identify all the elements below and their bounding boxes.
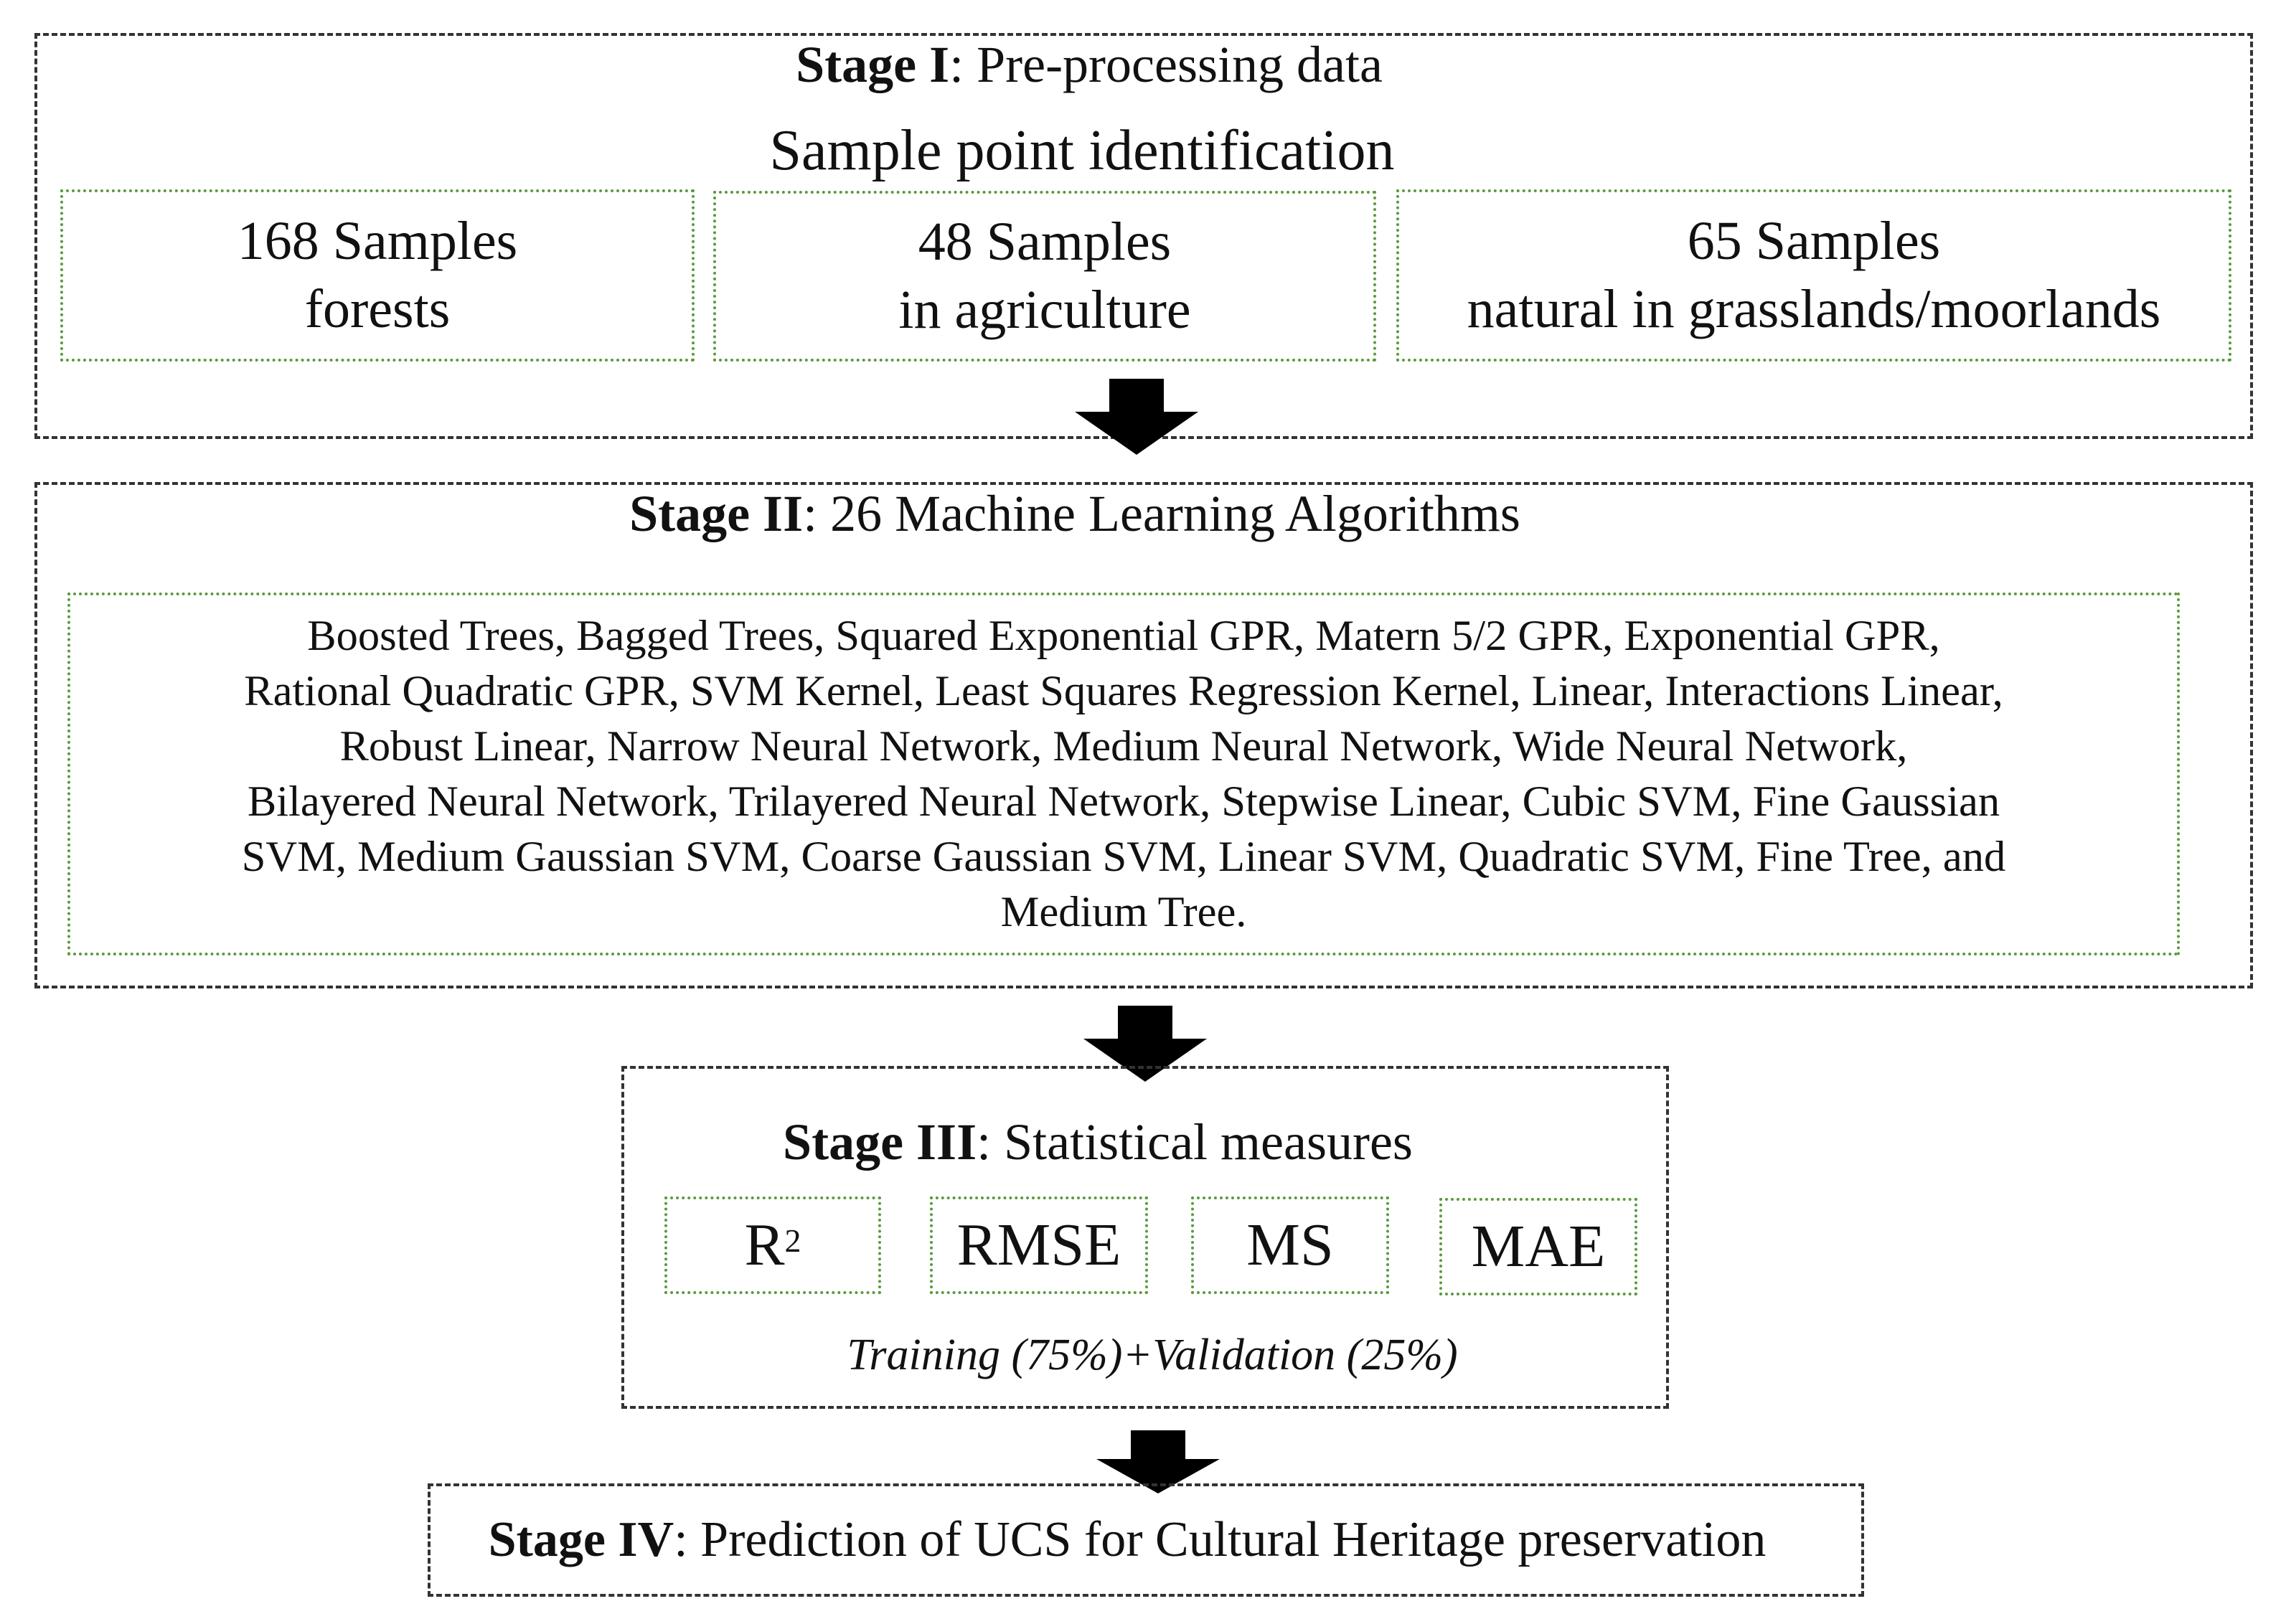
sample-count: 168 Samples	[237, 211, 518, 271]
algorithm-line: Bilayered Neural Network, Trilayered Neu…	[247, 778, 2000, 826]
measure-r2-superscript: 2	[784, 1222, 801, 1259]
stage-1-subtitle: Sample point identification	[769, 119, 1395, 182]
stage-1-title: Stage I: Pre-processing data	[34, 39, 2144, 90]
training-validation-split: Training (75%)+Validation (25%)	[847, 1331, 1458, 1379]
arrow-down-icon	[1075, 379, 1198, 455]
stage-3-label: Stage III	[783, 1113, 977, 1171]
stage-1-label: Stage I	[796, 36, 950, 93]
stage-4-title-text: : Prediction of UCS for Cultural Heritag…	[674, 1512, 1767, 1567]
stage-3-title: Stage III: Statistical measures	[574, 1116, 1622, 1168]
arrow-down-icon	[1083, 1006, 1207, 1082]
algorithm-line: Medium Tree.	[1000, 888, 1247, 936]
algorithm-line: SVM, Medium Gaussian SVM, Coarse Gaussia…	[241, 833, 2006, 881]
measure-rmse: RMSE	[930, 1196, 1148, 1294]
stage-2-title: Stage II: 26 Machine Learning Algorithms	[0, 488, 2184, 539]
arrow-down-icon	[1096, 1430, 1220, 1493]
measure-mae: MAE	[1439, 1198, 1637, 1295]
sample-count: 65 Samples	[1687, 211, 1941, 271]
sample-group-agriculture: 48 Samples in agriculture	[713, 191, 1376, 362]
stage-2-title-text: : 26 Machine Learning Algorithms	[803, 485, 1520, 542]
stage-1-title-text: : Pre-processing data	[949, 36, 1383, 93]
algorithm-line: Rational Quadratic GPR, SVM Kernel, Leas…	[244, 667, 2003, 715]
measure-ms-label: MS	[1246, 1212, 1334, 1278]
stage-3-title-text: : Statistical measures	[977, 1113, 1413, 1171]
stage-3-box	[621, 1066, 1669, 1409]
measure-mae-label: MAE	[1471, 1213, 1606, 1280]
measure-rmse-label: RMSE	[956, 1212, 1121, 1278]
sample-group-grasslands: 65 Samples natural in grasslands/moorlan…	[1396, 189, 2231, 362]
stage-4-label: Stage IV	[488, 1512, 674, 1567]
sample-count: 48 Samples	[918, 212, 1172, 272]
stage-2-label: Stage II	[629, 485, 804, 542]
sample-category: natural in grasslands/moorlands	[1467, 279, 2161, 339]
stage-4-title: Stage IV: Prediction of UCS for Cultural…	[409, 1515, 1845, 1565]
sample-group-forests: 168 Samples forests	[60, 189, 695, 362]
sample-category: in agriculture	[898, 280, 1191, 340]
measure-ms: MS	[1191, 1196, 1389, 1294]
algorithm-line: Robust Linear, Narrow Neural Network, Me…	[339, 722, 1908, 770]
measure-r2-base: R	[744, 1212, 785, 1278]
sample-category: forests	[304, 279, 451, 339]
algorithm-list: Boosted Trees, Bagged Trees, Squared Exp…	[67, 593, 2180, 955]
algorithm-line: Boosted Trees, Bagged Trees, Squared Exp…	[307, 612, 1940, 660]
stage-4-box	[428, 1483, 1864, 1597]
stage-2-box	[34, 482, 2253, 988]
